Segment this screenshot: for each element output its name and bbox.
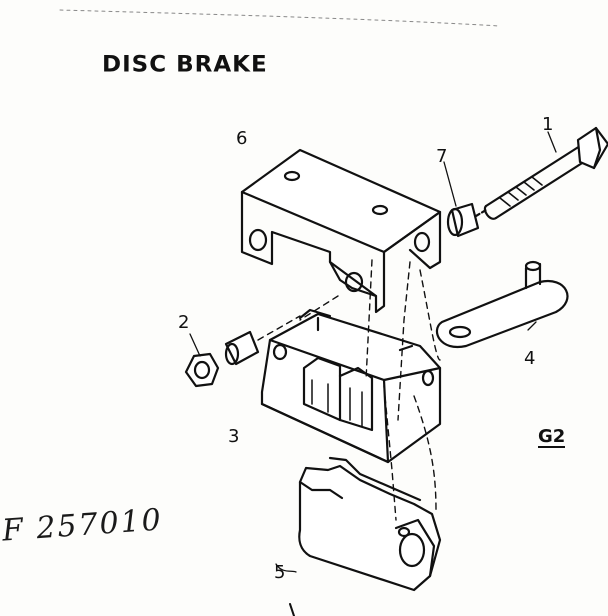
lever-arm-part-4 bbox=[436, 260, 569, 349]
scan-edge-line bbox=[59, 9, 501, 27]
stray-mark bbox=[289, 603, 295, 616]
caliper-part-3 bbox=[260, 308, 442, 464]
nut-part-2 bbox=[184, 315, 301, 388]
assembly-lines bbox=[299, 259, 441, 521]
callout-label-6: 6 bbox=[236, 128, 248, 149]
mounting-bracket-part-6 bbox=[240, 148, 442, 314]
callout-label-7: 7 bbox=[436, 146, 448, 167]
spacer-part-7 bbox=[446, 202, 488, 238]
callout-leaders bbox=[189, 131, 557, 573]
figure-code: G2 bbox=[538, 426, 566, 448]
callout-label-4: 4 bbox=[524, 348, 536, 369]
callout-label-3: 3 bbox=[228, 426, 240, 447]
diagram-title: DISC BRAKE bbox=[102, 52, 268, 78]
callout-label-1: 1 bbox=[542, 114, 554, 135]
callout-label-5: 5 bbox=[274, 562, 286, 583]
bolt-part-1 bbox=[483, 126, 608, 220]
callout-label-2: 2 bbox=[178, 312, 190, 333]
brake-pad-part-5 bbox=[298, 456, 442, 592]
